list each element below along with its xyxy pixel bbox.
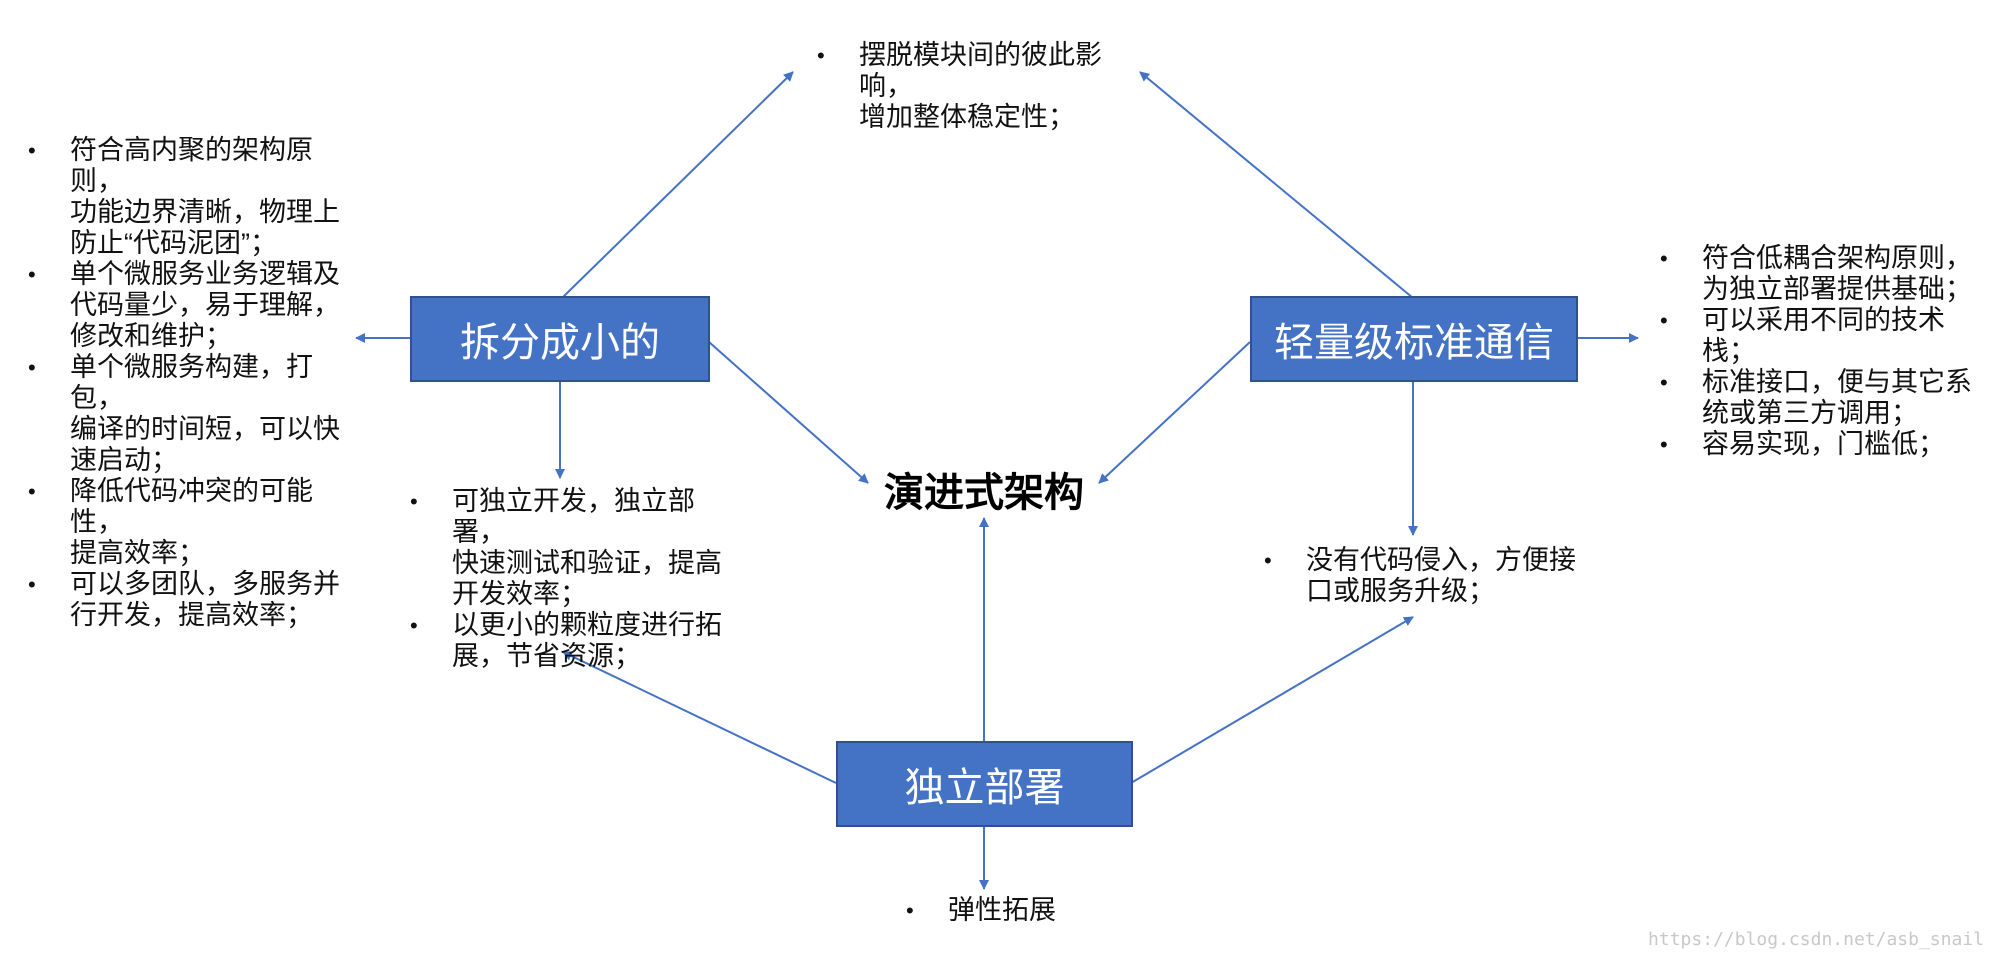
arrow-deploy-to-under-split — [562, 651, 837, 784]
node-deploy: 独立部署 — [836, 741, 1133, 827]
arrow-comm-to-top — [1139, 71, 1414, 299]
notes-right: 符合低耦合架构原则，为独立部署提供基础；可以采用不同的技术栈；标准接口，便与其它… — [1656, 243, 1992, 460]
notes-left: 符合高内聚的架构原则，功能边界清晰，物理上防止“代码泥团”；单个微服务业务逻辑及… — [24, 135, 364, 631]
node-comm: 轻量级标准通信 — [1250, 296, 1578, 382]
note-item: 符合低耦合架构原则，为独立部署提供基础； — [1656, 243, 1992, 305]
arrow-split-to-center — [708, 341, 869, 484]
note-item: 摆脱模块间的彼此影响，增加整体稳定性； — [813, 40, 1133, 133]
center-title: 演进式架构 — [884, 471, 1084, 515]
notes-under-split: 可独立开发，独立部署，快速测试和验证，提高开发效率；以更小的颗粒度进行拓展，节省… — [406, 486, 746, 672]
note-item: 降低代码冲突的可能性，提高效率； — [24, 476, 364, 569]
watermark: https://blog.csdn.net/asb_snail — [1648, 929, 1984, 950]
note-item: 容易实现，门槛低； — [1656, 429, 1992, 460]
notes-top: 摆脱模块间的彼此影响，增加整体稳定性； — [813, 40, 1133, 133]
notes-bottom: 弹性拓展 — [902, 895, 1102, 926]
arrow-comm-to-center — [1098, 341, 1251, 484]
arrow-deploy-to-under-comm — [1130, 616, 1414, 784]
note-item: 可以采用不同的技术栈； — [1656, 305, 1992, 367]
node-split: 拆分成小的 — [410, 296, 710, 382]
arrow-split-to-top — [561, 71, 794, 299]
note-item: 弹性拓展 — [902, 895, 1102, 926]
